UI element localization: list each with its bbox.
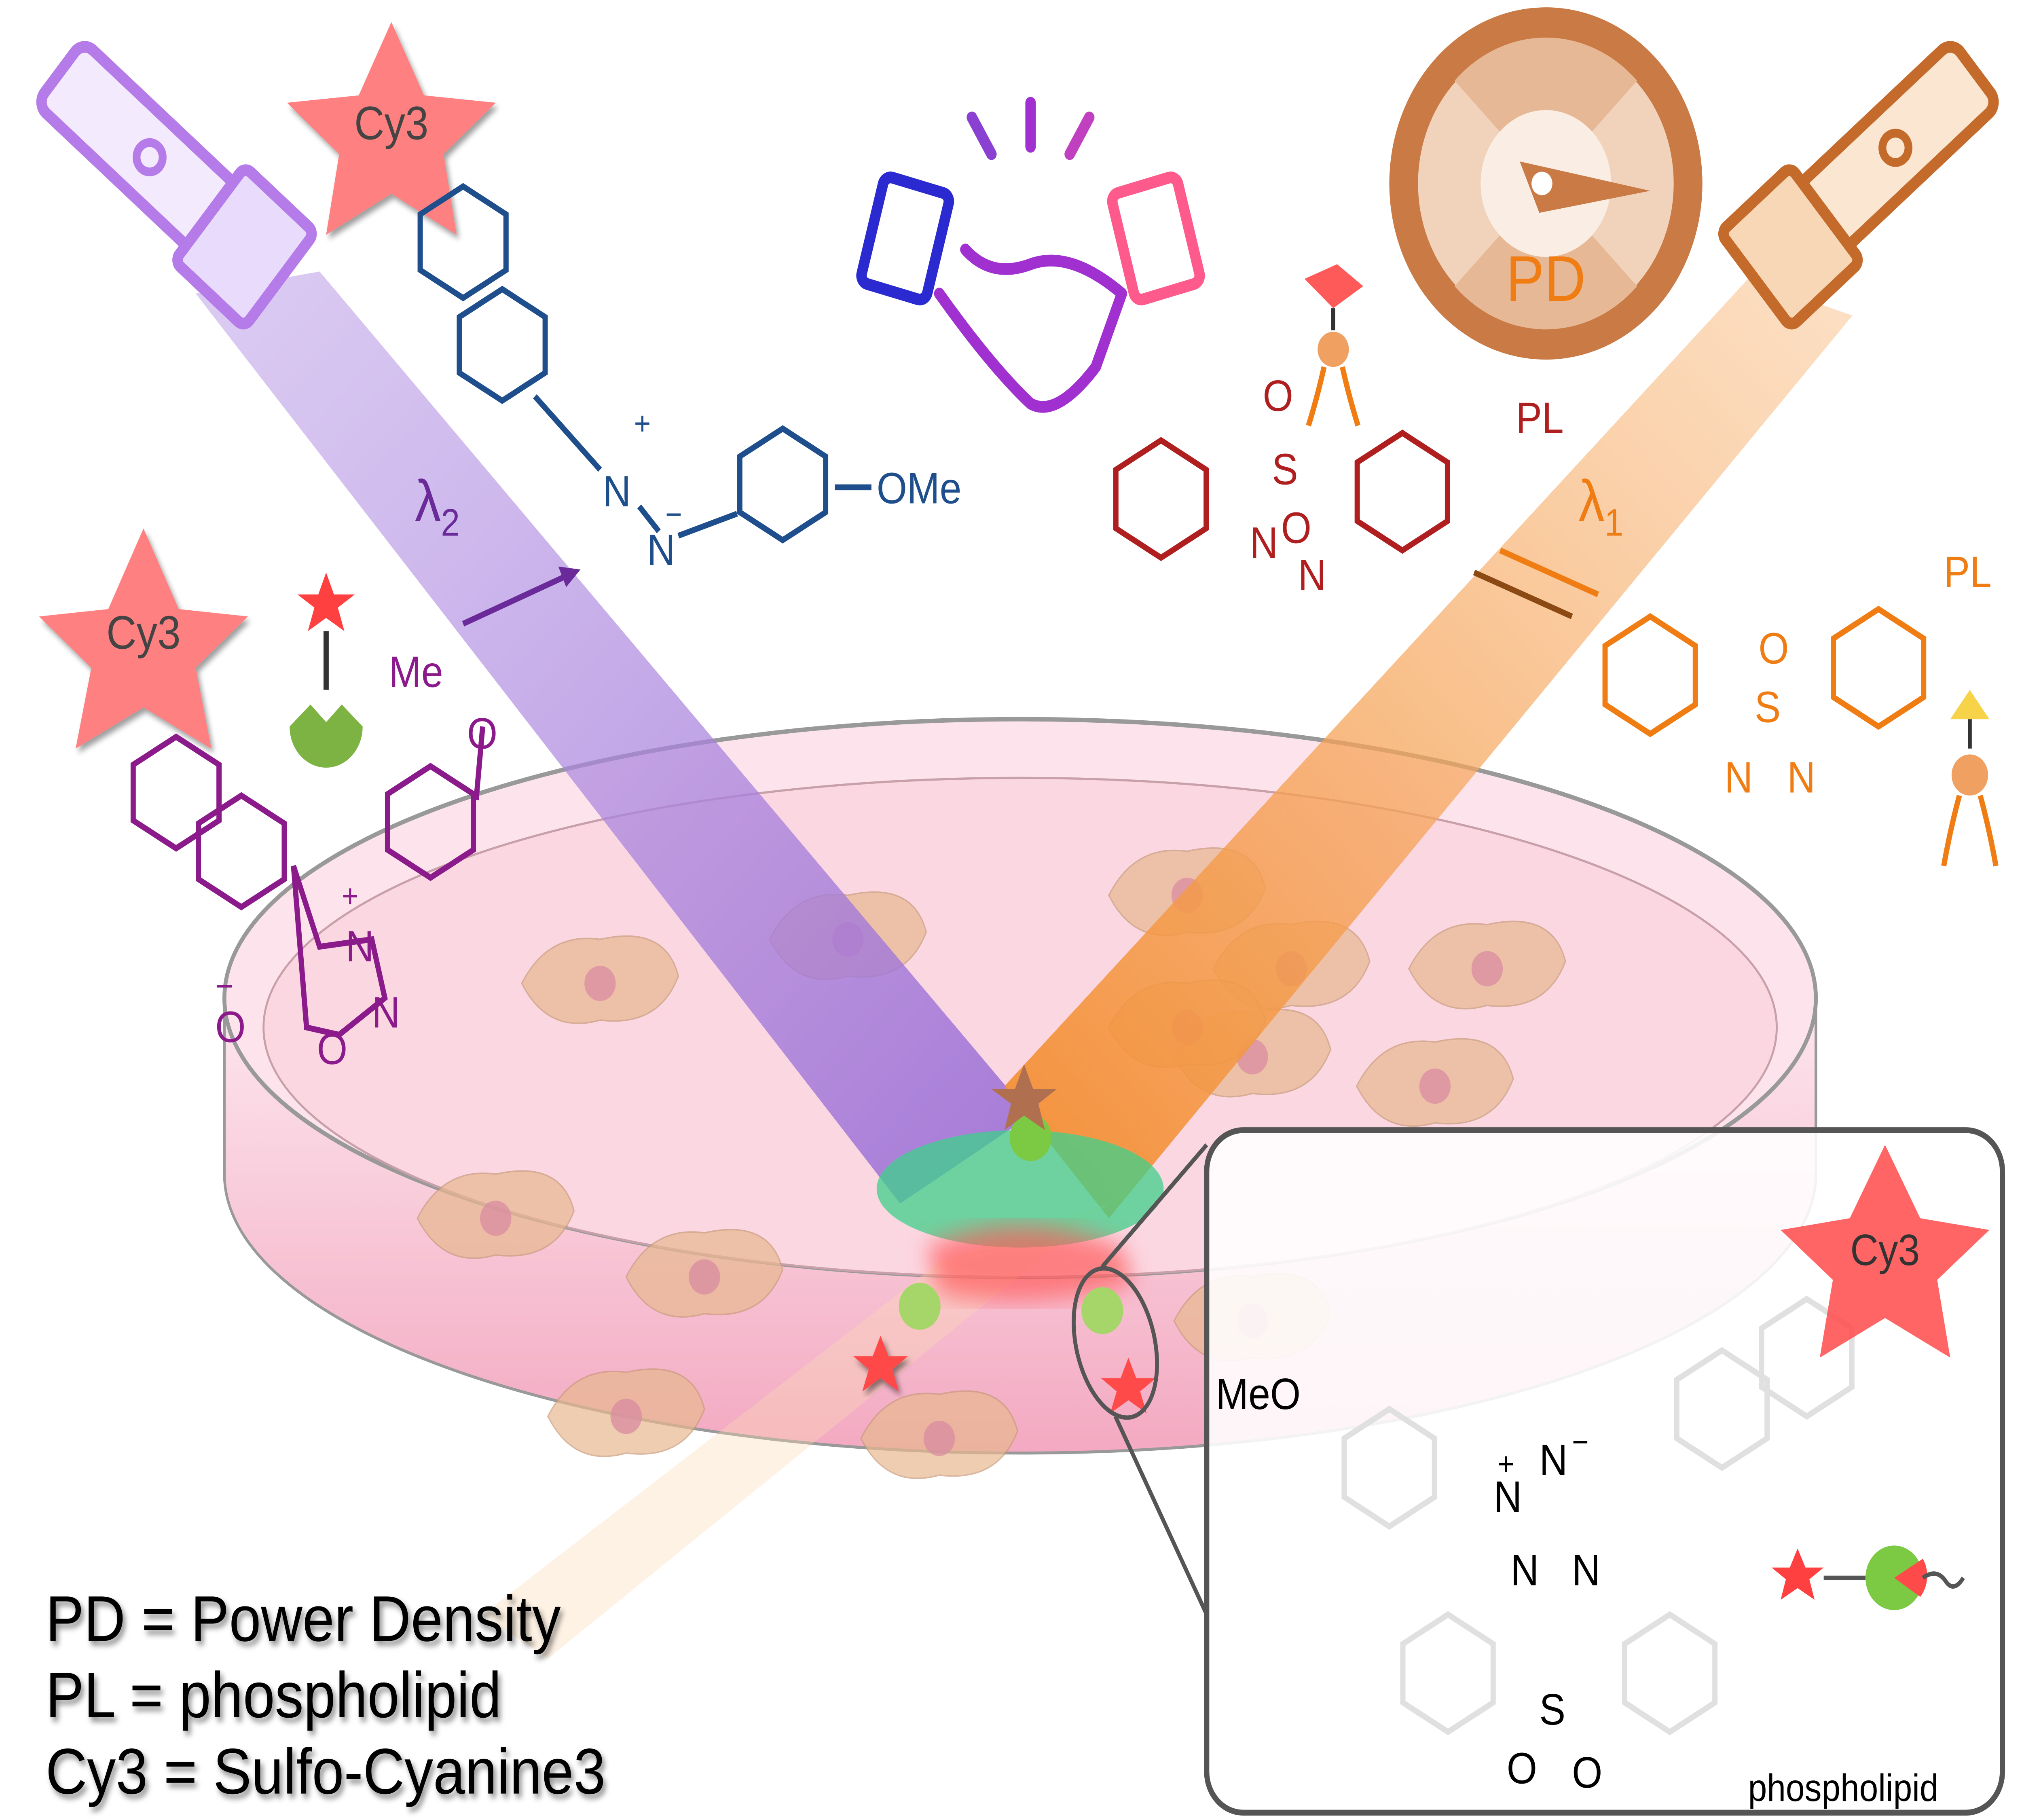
svg-text:N: N — [1298, 550, 1326, 600]
star-icon — [853, 1335, 908, 1392]
zoom-callout-ellipse — [1072, 1266, 1159, 1420]
benzene-ring — [417, 183, 509, 302]
benzene-ring — [457, 286, 548, 404]
cell-icon — [547, 1368, 705, 1457]
svg-text:+: + — [634, 406, 651, 442]
probe-icons — [290, 264, 1999, 867]
orange-light-beam: λ1 — [482, 41, 1999, 1659]
nitrilimine-molecule: N + N − OMe — [533, 394, 962, 575]
cell-icon — [521, 935, 679, 1024]
lambda1-label: λ1 — [1578, 468, 1623, 544]
svg-text:O: O — [215, 1002, 245, 1052]
svg-text:Me: Me — [389, 647, 443, 696]
svg-text:O: O — [1281, 503, 1311, 552]
svg-text:S: S — [1755, 682, 1781, 732]
illuminated-spot — [853, 1064, 1209, 1616]
azobenzene-sulfone-molecule: O S N N PL — [1725, 547, 1992, 802]
svg-text:S: S — [1539, 1685, 1565, 1734]
svg-text:MeO: MeO — [1216, 1369, 1301, 1419]
svg-text:N: N — [1510, 1545, 1539, 1595]
svg-text:N: N — [1494, 1472, 1522, 1522]
benzene-ring — [737, 425, 829, 544]
legend-pd: PD = Power Density — [46, 1583, 561, 1655]
svg-text:N: N — [372, 988, 400, 1037]
cy3-label: Cy3 — [106, 607, 181, 659]
svg-text:PL: PL — [1516, 393, 1563, 442]
legend-cy3: Cy3 = Sulfo-Cyanine3 — [46, 1735, 605, 1808]
benzene-ring — [1113, 437, 1209, 561]
cy3-dye-star-left: Cy3 — [39, 528, 248, 749]
svg-text:−: − — [215, 967, 233, 1006]
benzene-ring — [196, 792, 287, 911]
svg-text:N: N — [1572, 1545, 1600, 1595]
benzene-ring — [385, 762, 476, 881]
pd-label: PD — [1506, 243, 1586, 315]
phospholipid-label: phospholipid — [1748, 1766, 1939, 1809]
cy3-label: Cy3 — [354, 97, 429, 150]
svg-text:N: N — [346, 922, 374, 971]
cis-azobenzene-sulfone-molecule: O S O N N PL — [1250, 371, 1563, 599]
benzene-ring — [1831, 605, 1927, 730]
svg-text:OMe: OMe — [877, 463, 962, 513]
star-icon — [1101, 1357, 1156, 1414]
reversible-arrow-icon — [1473, 569, 1573, 619]
cy3-dye-star-inset: Cy3 — [1781, 1145, 1990, 1358]
svg-text:−: − — [665, 497, 682, 533]
svg-text:+: + — [342, 878, 358, 914]
svg-text:O: O — [1572, 1748, 1602, 1797]
sydnone-molecule: Me O N + N O O − — [215, 647, 497, 1073]
violet-direction-arrow — [462, 569, 575, 627]
svg-text:+: + — [1497, 1446, 1514, 1482]
violet-flashlight-icon — [36, 41, 317, 330]
svg-text:O: O — [467, 709, 497, 758]
svg-text:PL: PL — [1944, 547, 1991, 597]
svg-text:O: O — [1263, 371, 1293, 421]
svg-text:N: N — [1539, 1435, 1567, 1485]
orange-flashlight-icon — [1718, 41, 1999, 330]
cell-icon — [1356, 1038, 1514, 1127]
cell-icon — [625, 1229, 784, 1318]
svg-text:O: O — [1758, 624, 1789, 673]
svg-text:S: S — [1272, 444, 1298, 494]
svg-text:O: O — [1507, 1744, 1537, 1793]
power-density-gauge-icon: PD — [1389, 7, 1703, 360]
product-inset-panel: MeO N + N − N N S O O phospholipid — [1204, 1127, 2005, 1816]
cy3-dye-star-top: Cy3 — [287, 22, 496, 235]
svg-text:−: − — [1572, 1424, 1588, 1460]
violet-light-beam: λ2 — [36, 41, 1031, 1204]
cell-icon — [860, 1390, 1018, 1479]
cell-icon — [1408, 921, 1566, 1009]
cell-icon — [417, 1170, 575, 1259]
cy3-label: Cy3 — [1850, 1225, 1920, 1275]
handshake-icon — [856, 97, 1205, 413]
svg-text:N: N — [603, 467, 631, 516]
benzene-ring — [1602, 613, 1698, 737]
svg-text:N: N — [1787, 753, 1815, 802]
benzene-ring — [130, 733, 222, 852]
benzene-ring — [1354, 430, 1450, 554]
svg-text:N: N — [1725, 753, 1753, 802]
lambda2-label: λ2 — [415, 468, 460, 544]
svg-text:N: N — [1250, 518, 1278, 567]
svg-text:N: N — [647, 525, 675, 575]
svg-text:O: O — [317, 1024, 347, 1074]
legend-pl: PL = phospholipid — [46, 1659, 501, 1731]
legend: PD = Power Density PL = phospholipid Cy3… — [46, 1583, 605, 1808]
star-icon — [991, 1064, 1057, 1130]
